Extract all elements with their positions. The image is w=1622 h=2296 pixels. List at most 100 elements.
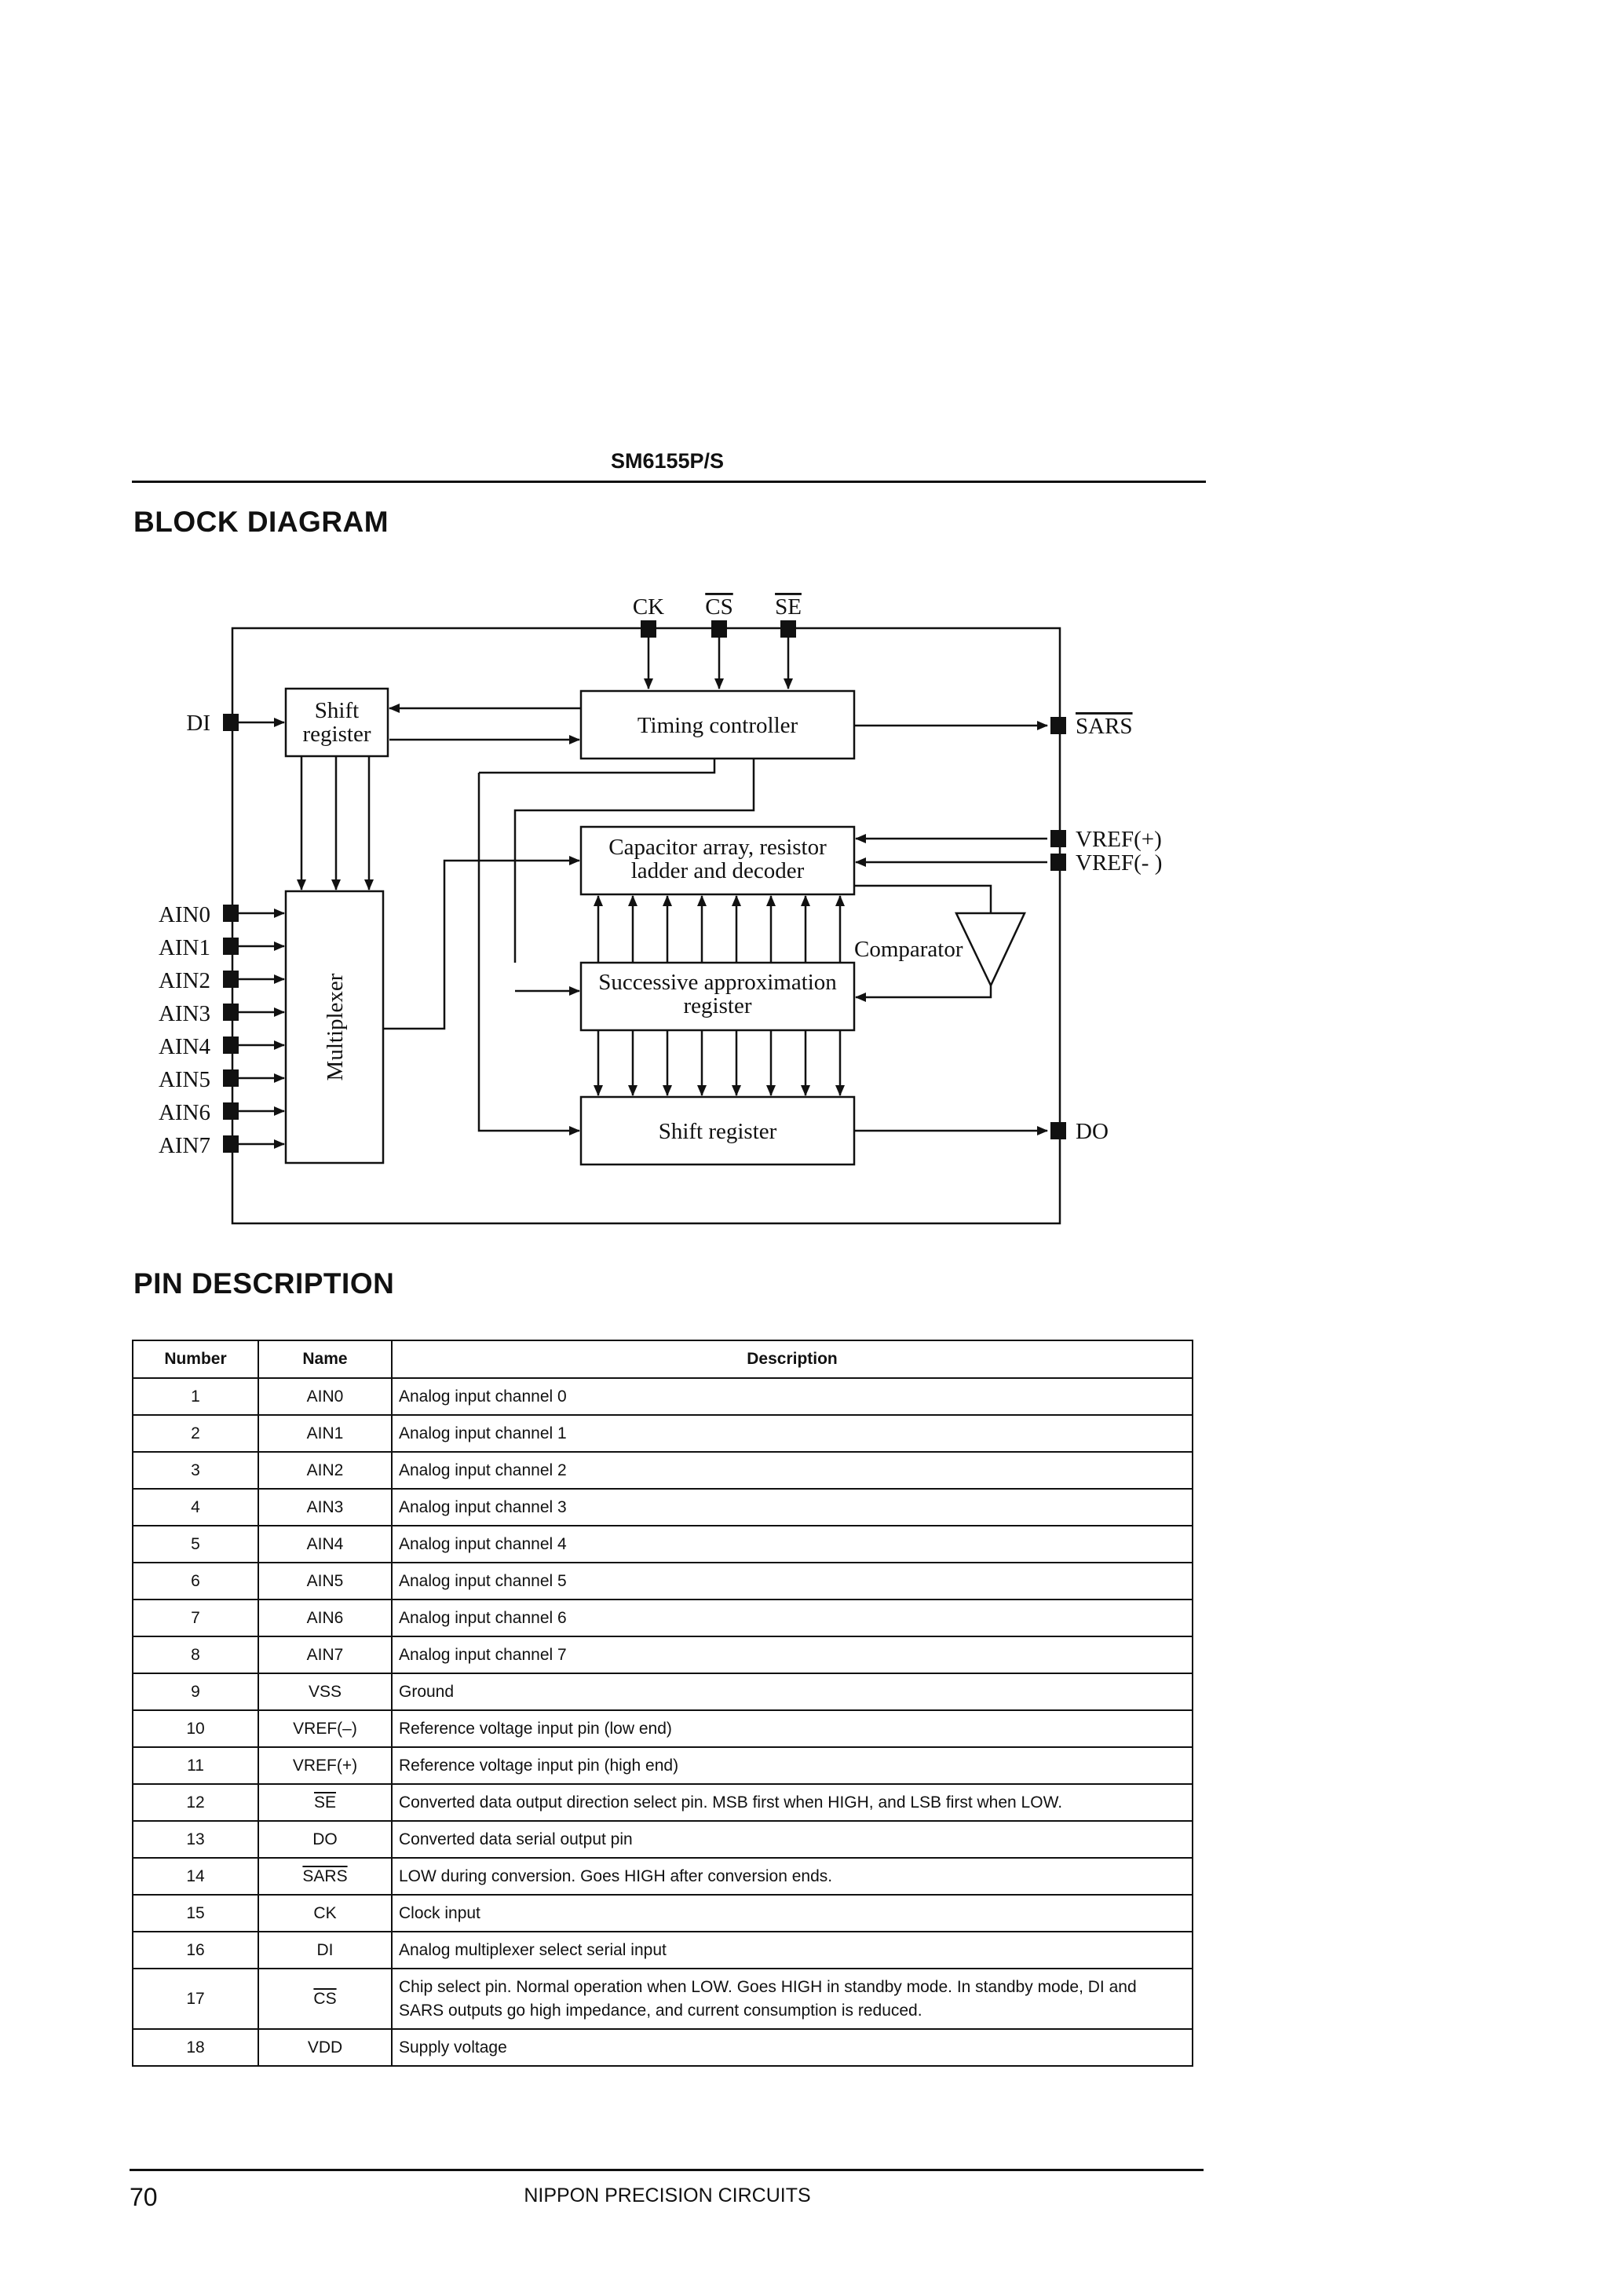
pin-sars bbox=[1050, 717, 1066, 734]
pin-ain0 bbox=[223, 905, 239, 922]
pin-number: 1 bbox=[132, 1377, 259, 1416]
block-diagram: CK CS SE DI SARS VREF(+) VREF(- ) DO AIN… bbox=[159, 594, 1162, 1225]
label-vref-minus: VREF(- ) bbox=[1076, 850, 1162, 876]
label-ain2: AIN2 bbox=[159, 968, 210, 993]
pin-name: DI bbox=[258, 1931, 393, 1969]
header-name: Name bbox=[258, 1340, 393, 1379]
label-cs: CS bbox=[705, 594, 732, 620]
pin-ain3 bbox=[223, 1004, 239, 1021]
pin-desc: Analog input channel 6 bbox=[391, 1599, 1193, 1637]
pin-ain2 bbox=[223, 971, 239, 988]
label-ck: CK bbox=[633, 594, 664, 620]
pin-ain5 bbox=[223, 1069, 239, 1087]
pin-ck bbox=[641, 620, 656, 638]
pin-desc: Converted data serial output pin bbox=[391, 1820, 1193, 1859]
pin-name: AIN4 bbox=[258, 1525, 393, 1563]
pin-name: CK bbox=[258, 1894, 393, 1932]
pin-desc: Converted data output direction select p… bbox=[391, 1783, 1193, 1822]
label-multiplexer: Multiplexer bbox=[323, 973, 348, 1080]
label-cap-array-1: Capacitor array, resistor bbox=[608, 835, 827, 860]
pin-number: 10 bbox=[132, 1709, 259, 1748]
pin-desc: Clock input bbox=[391, 1894, 1193, 1932]
pin-number: 4 bbox=[132, 1488, 259, 1526]
pin-number: 18 bbox=[132, 2028, 259, 2067]
pin-desc: Ground bbox=[391, 1673, 1193, 1711]
label-sar-2: register bbox=[684, 993, 752, 1018]
sar-block bbox=[579, 961, 856, 1032]
pin-ain6 bbox=[223, 1102, 239, 1120]
label-cap-array-2: ladder and decoder bbox=[631, 858, 805, 883]
pin-number: 16 bbox=[132, 1931, 259, 1969]
pin-desc: LOW during conversion. Goes HIGH after c… bbox=[391, 1857, 1193, 1896]
header-rule bbox=[132, 481, 1206, 483]
footer-rule bbox=[130, 2169, 1204, 2171]
label-sars: SARS bbox=[1076, 714, 1133, 739]
label-di: DI bbox=[186, 711, 210, 736]
pin-name: AIN7 bbox=[258, 1636, 393, 1674]
pin-desc: Reference voltage input pin (low end) bbox=[391, 1709, 1193, 1748]
pin-number: 9 bbox=[132, 1673, 259, 1711]
pin-se bbox=[780, 620, 796, 638]
label-sar-1: Successive approximation bbox=[598, 970, 837, 995]
pin-name: VREF(+) bbox=[258, 1746, 393, 1785]
pin-name: AIN6 bbox=[258, 1599, 393, 1637]
label-se: SE bbox=[775, 594, 802, 620]
pin-name: SE bbox=[258, 1783, 393, 1822]
pin-desc: Supply voltage bbox=[391, 2028, 1193, 2067]
label-ain7: AIN7 bbox=[159, 1133, 210, 1158]
label-ain1: AIN1 bbox=[159, 935, 210, 960]
pin-number: 17 bbox=[132, 1968, 259, 2030]
pin-name: AIN2 bbox=[258, 1451, 393, 1490]
pin-name: DO bbox=[258, 1820, 393, 1859]
pin-cs bbox=[711, 620, 727, 638]
label-vref-plus: VREF(+) bbox=[1076, 827, 1162, 852]
pin-name: AIN0 bbox=[258, 1377, 393, 1416]
label-ain0: AIN0 bbox=[159, 902, 210, 927]
pin-number: 7 bbox=[132, 1599, 259, 1637]
comparator-triangle bbox=[955, 912, 1026, 988]
pin-desc: Analog input channel 4 bbox=[391, 1525, 1193, 1563]
pin-desc: Analog input channel 3 bbox=[391, 1488, 1193, 1526]
part-number-header: SM6155P/S bbox=[610, 449, 725, 473]
label-shift-register-in-2: register bbox=[303, 722, 371, 747]
pin-number: 11 bbox=[132, 1746, 259, 1785]
pin-vref-plus bbox=[1050, 830, 1066, 847]
pin-name: VDD bbox=[258, 2028, 393, 2067]
pin-number: 12 bbox=[132, 1783, 259, 1822]
pin-do bbox=[1050, 1122, 1066, 1139]
footer-company: NIPPON PRECISION CIRCUITS bbox=[524, 2184, 811, 2206]
pin-ain4 bbox=[223, 1036, 239, 1054]
pin-name: AIN3 bbox=[258, 1488, 393, 1526]
multiplexer-block bbox=[284, 890, 385, 1164]
pin-ain1 bbox=[223, 938, 239, 955]
label-ain6: AIN6 bbox=[159, 1100, 210, 1125]
label-do: DO bbox=[1076, 1119, 1109, 1144]
pin-number: 8 bbox=[132, 1636, 259, 1674]
block-diagram-title: BLOCK DIAGRAM bbox=[133, 506, 389, 538]
pin-number: 13 bbox=[132, 1820, 259, 1859]
pin-di bbox=[223, 714, 239, 731]
header-description: Description bbox=[391, 1340, 1193, 1379]
header-number: Number bbox=[132, 1340, 259, 1379]
label-shift-register-out: Shift register bbox=[659, 1119, 777, 1144]
label-ain4: AIN4 bbox=[159, 1034, 211, 1059]
page-number: 70 bbox=[130, 2183, 158, 2211]
pin-vref-minus bbox=[1050, 854, 1066, 871]
